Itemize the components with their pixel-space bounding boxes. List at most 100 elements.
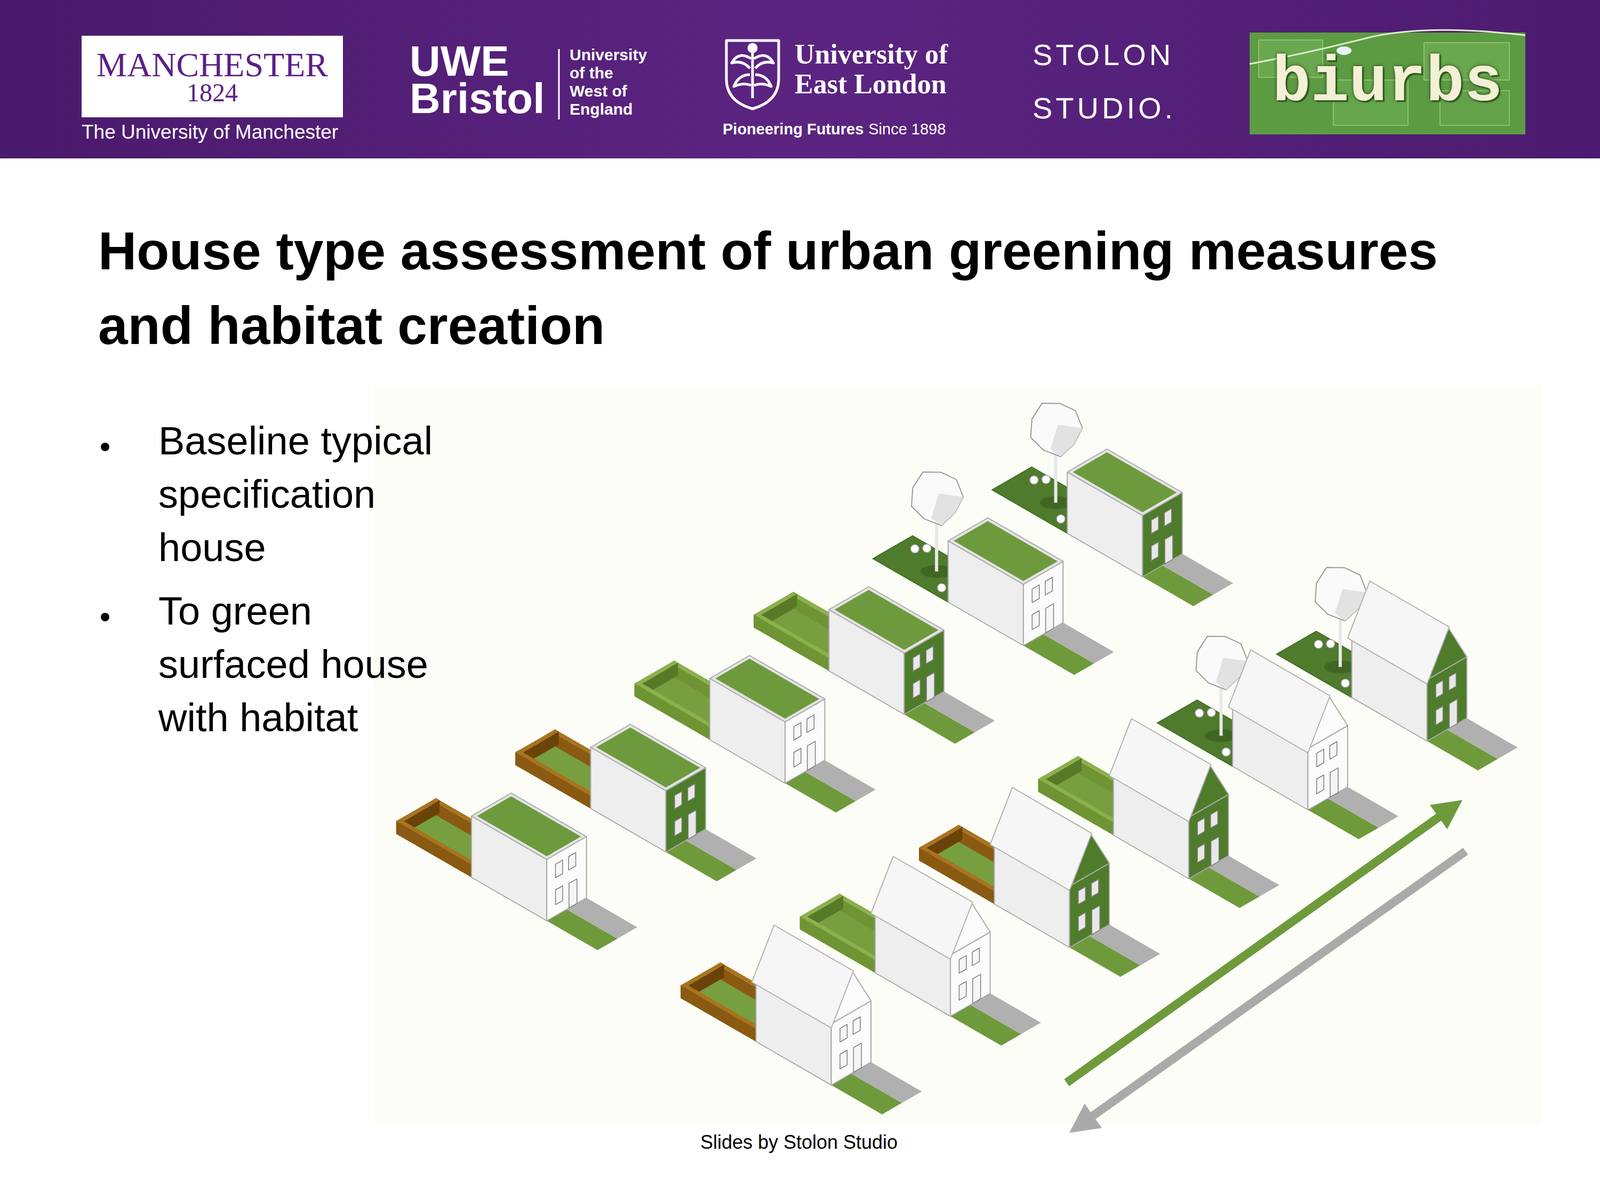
crest-wing — [733, 74, 751, 87]
pitched-roof — [1109, 718, 1212, 822]
house-rows — [396, 403, 1518, 1115]
shrub — [1029, 475, 1039, 485]
garden-hedge — [634, 681, 714, 728]
logo-wordmark: biurbs — [1249, 51, 1526, 116]
window — [568, 852, 576, 871]
arrow-head — [1069, 1103, 1102, 1133]
garden-fence — [396, 821, 472, 878]
crest-icon — [726, 40, 779, 109]
pitched-roof — [1228, 650, 1331, 754]
slide-title: House type assessment of urban greening … — [98, 213, 1485, 363]
text-slot: Pioneering Futures — [722, 120, 864, 139]
tree-trunk — [934, 518, 939, 572]
logo-caption: The University of Manchester — [81, 120, 339, 144]
window — [1151, 541, 1159, 561]
arrow-shaft — [1090, 851, 1466, 1118]
text-slot: Baseline typical specification house — [158, 414, 458, 575]
garden-fence — [918, 825, 963, 851]
door — [853, 1043, 862, 1073]
front-path — [1089, 924, 1160, 966]
door — [1330, 768, 1339, 798]
pitched-roof — [990, 787, 1093, 891]
window — [925, 646, 933, 664]
window — [913, 653, 920, 672]
window — [1151, 516, 1159, 534]
shrub — [1195, 708, 1204, 718]
window — [793, 748, 801, 767]
garden-fence — [680, 985, 756, 1043]
text-slot: House type assessment of urban greening … — [98, 213, 1485, 363]
window — [840, 1050, 847, 1069]
front-path — [970, 993, 1041, 1035]
shrub — [910, 544, 919, 554]
green-roof — [476, 796, 581, 857]
door — [1091, 905, 1100, 935]
front-path — [1328, 787, 1399, 829]
front-path — [685, 829, 757, 871]
arrow-head — [1429, 800, 1463, 830]
door — [1211, 836, 1220, 867]
tree-trunk — [1053, 449, 1058, 503]
logo-tagline: Since 1898 — [868, 120, 946, 139]
house-body — [471, 793, 587, 860]
window — [1078, 886, 1086, 905]
green-wall-house — [590, 724, 706, 791]
tree-canopy — [1030, 403, 1083, 457]
window — [1435, 706, 1443, 725]
crest-head — [748, 44, 757, 52]
window — [958, 955, 966, 974]
garden-fence — [680, 962, 724, 988]
logo-panel — [81, 35, 343, 118]
green-roof — [953, 521, 1058, 582]
shrub — [1340, 678, 1350, 688]
bullet-dot — [100, 442, 110, 452]
tree-shade — [931, 493, 964, 526]
logo-divider — [558, 49, 560, 120]
shrub — [1326, 639, 1335, 648]
window — [840, 1024, 847, 1043]
window — [913, 679, 920, 699]
shrub — [1041, 475, 1051, 484]
text-slot: UWE Bristol — [409, 42, 554, 118]
drawing-ground — [373, 385, 1542, 1124]
door — [569, 878, 578, 909]
window — [1032, 610, 1039, 630]
window — [806, 715, 814, 733]
crest-wing — [731, 55, 751, 69]
window — [555, 860, 563, 878]
shrub — [1206, 708, 1216, 717]
logo-wordmark: MANCHESTER — [81, 48, 343, 83]
pitched-roof — [752, 925, 854, 1029]
garden-fence — [515, 729, 559, 755]
garden-fence — [515, 752, 591, 810]
logo-tagline: Pioneering Futures — [722, 120, 864, 139]
text-slot: To green surfaced house with habitat — [158, 584, 458, 745]
text-slot: Since 1898 — [868, 120, 946, 139]
garden-hedge — [634, 660, 678, 686]
garden-hedge — [753, 614, 829, 672]
window — [1449, 673, 1456, 691]
window — [674, 791, 682, 810]
logo-wordmark: UWE Bristol — [409, 42, 554, 118]
green-roof — [715, 658, 820, 719]
door — [1449, 699, 1458, 729]
crest-body — [751, 49, 755, 99]
text-slot: MANCHESTER — [81, 48, 343, 83]
window — [1197, 843, 1205, 863]
house-body — [948, 517, 1064, 585]
front-path — [804, 760, 876, 802]
garden-hedge — [634, 683, 710, 741]
text-slot: The University of Manchester — [81, 120, 339, 144]
window — [1316, 749, 1324, 767]
front-path — [851, 1062, 922, 1104]
logo-wordmark: STOLON STUDIO. — [1032, 28, 1193, 135]
door — [1164, 534, 1173, 565]
tree-trunk — [1338, 613, 1342, 668]
shrub — [922, 544, 932, 553]
garden-fence — [515, 750, 595, 797]
front-path — [1043, 622, 1114, 664]
front-path — [1162, 554, 1234, 596]
logo-wordmark: University of East London — [794, 39, 966, 100]
header-bar — [0, 0, 1600, 159]
window — [1329, 741, 1337, 760]
